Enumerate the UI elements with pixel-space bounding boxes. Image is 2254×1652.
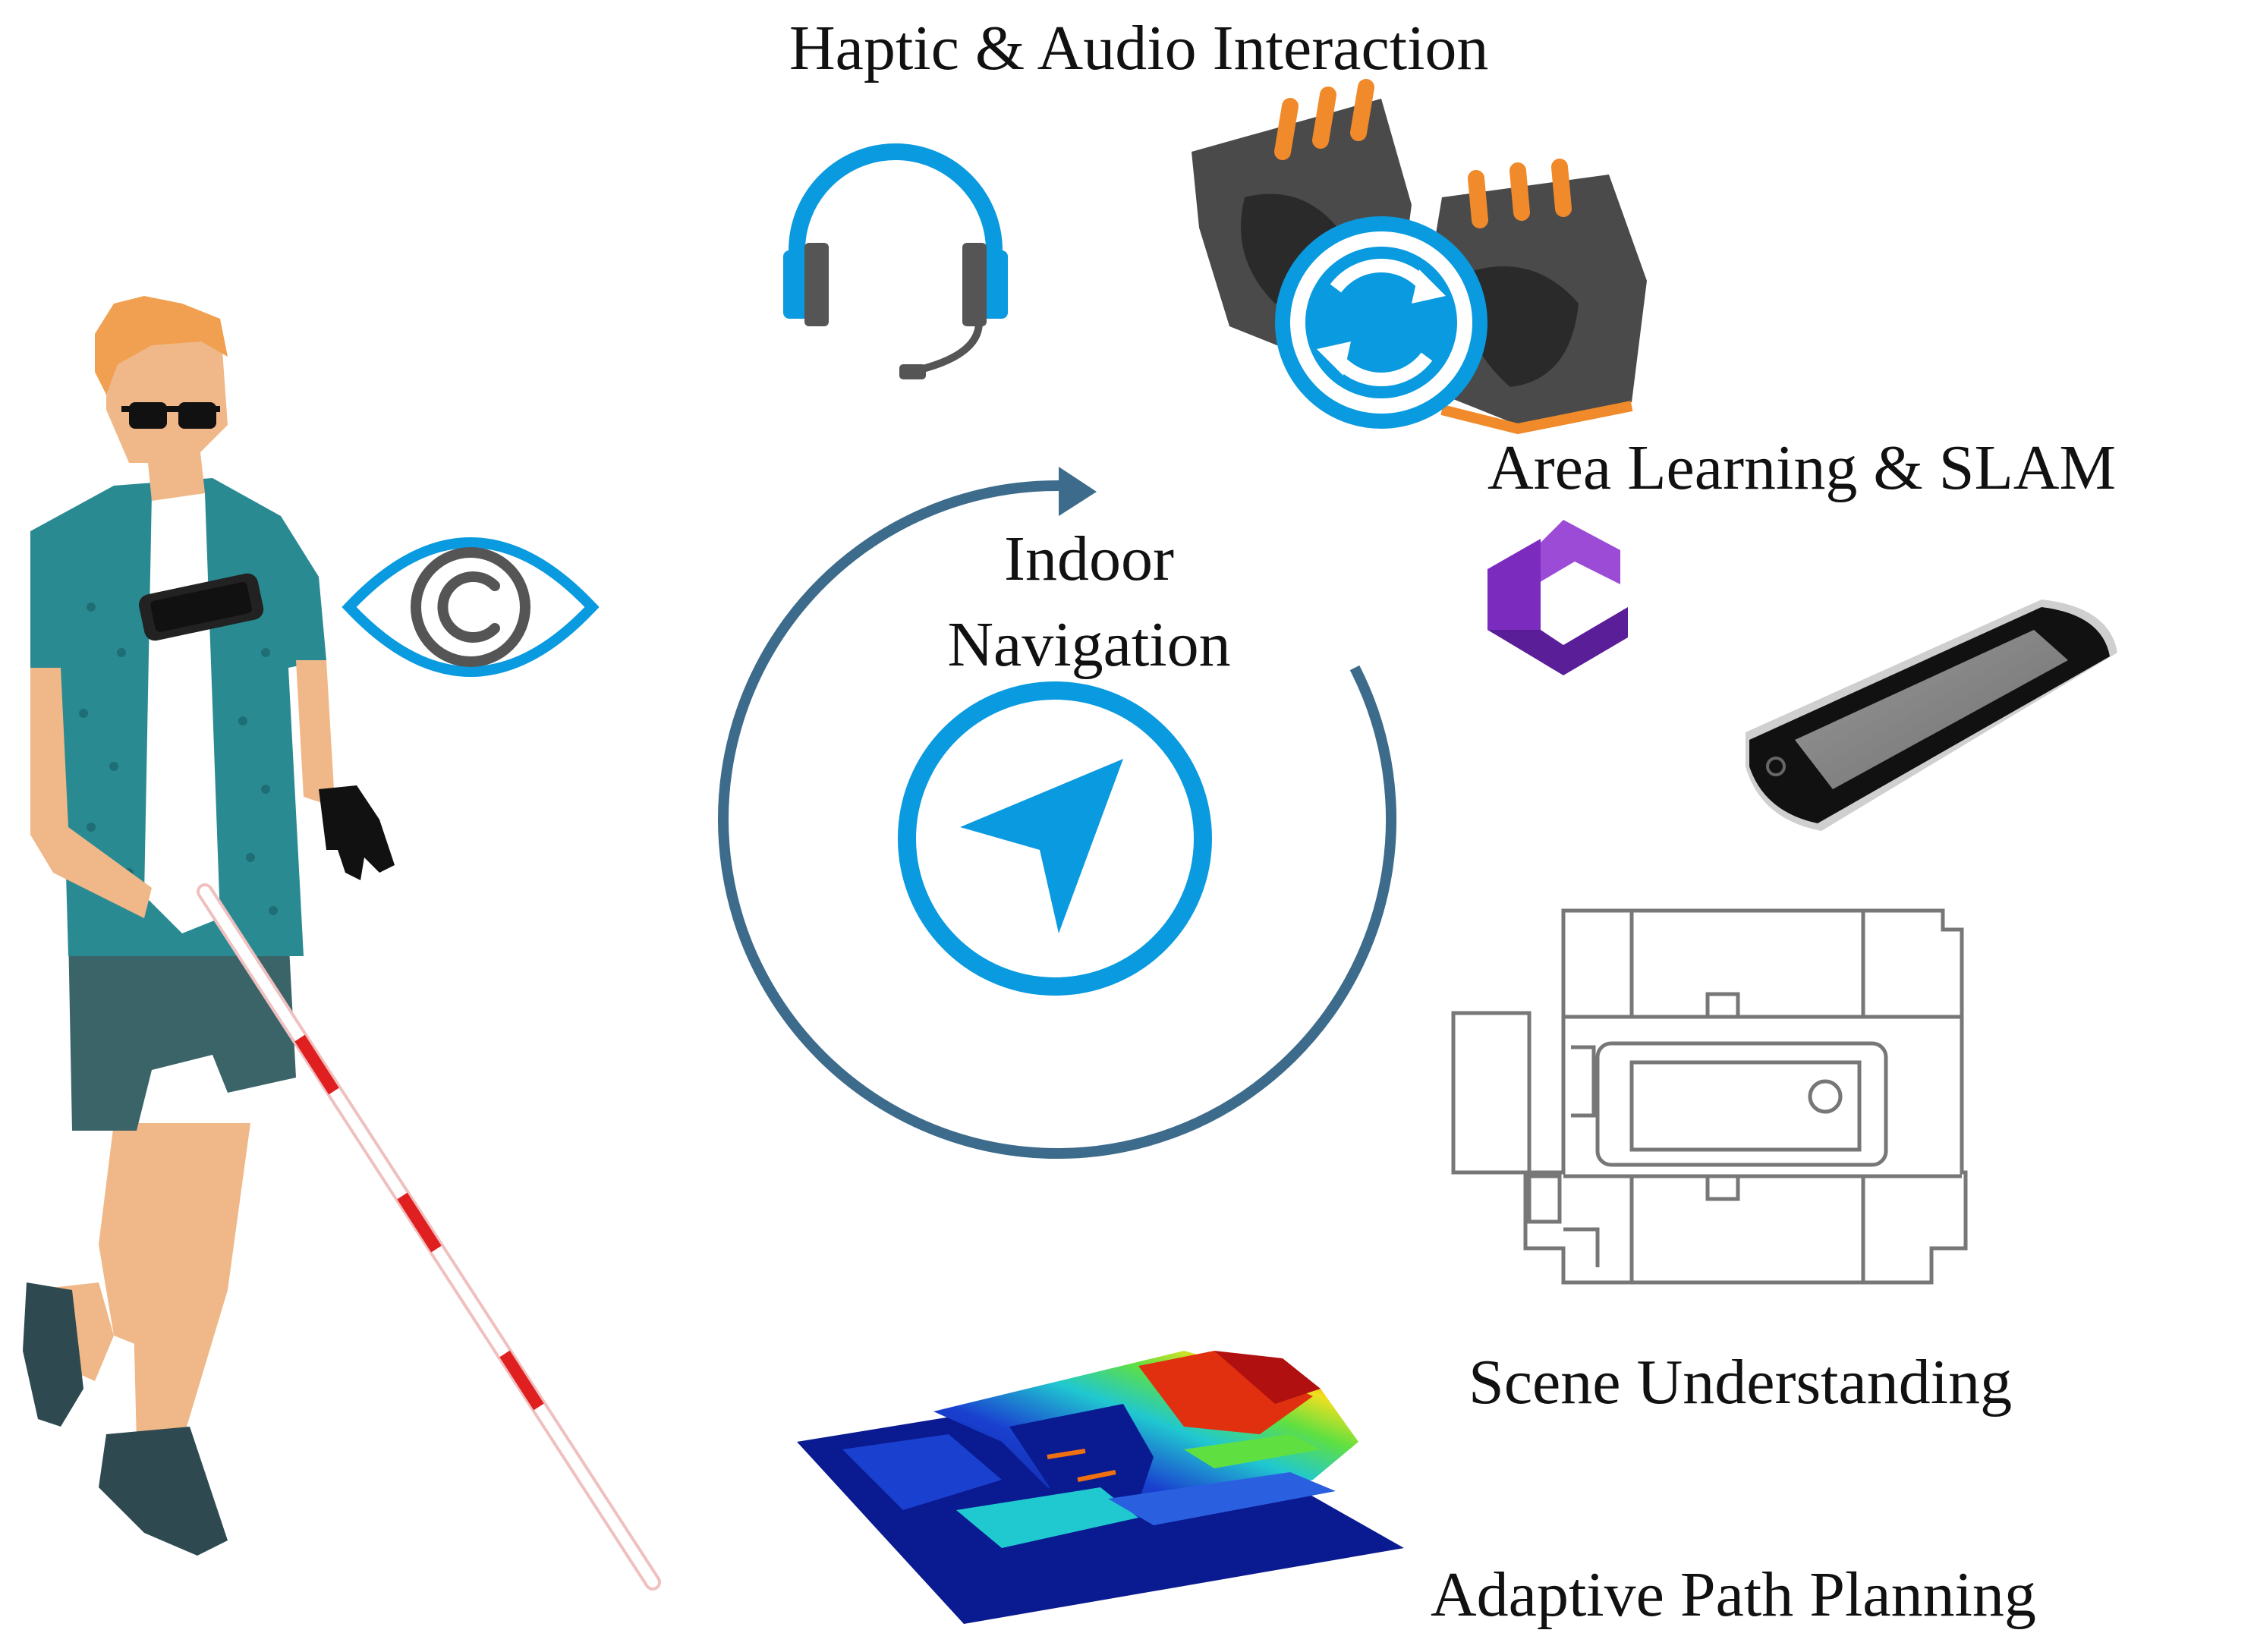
sync-icon (1275, 216, 1487, 429)
adaptive-path-label: Adaptive Path Planning (1431, 1559, 2036, 1630)
navigation-cycle-arrow (718, 467, 1397, 1159)
navigation-arrow-icon (898, 681, 1212, 996)
navigation-label: Navigation (947, 609, 1231, 681)
glove-on-hand (319, 785, 395, 880)
eye-icon (342, 537, 600, 677)
indoor-navigation-label: Indoor Navigation (858, 516, 1321, 688)
arcore-logo-icon (1487, 520, 1628, 675)
scene-understanding-label: Scene Understanding (1469, 1347, 2013, 1418)
indoor-label: Indoor (1004, 524, 1174, 594)
smartphone-icon (1746, 599, 2117, 831)
haptic-audio-label: Haptic & Audio Interaction (789, 13, 1489, 83)
headset-icon (783, 143, 1008, 379)
area-learning-label: Area Learning & SLAM (1487, 433, 2117, 503)
depth-map-icon (797, 1351, 1404, 1624)
blind-person-figure (23, 296, 661, 1591)
floor-plan-icon (1451, 908, 1968, 1285)
